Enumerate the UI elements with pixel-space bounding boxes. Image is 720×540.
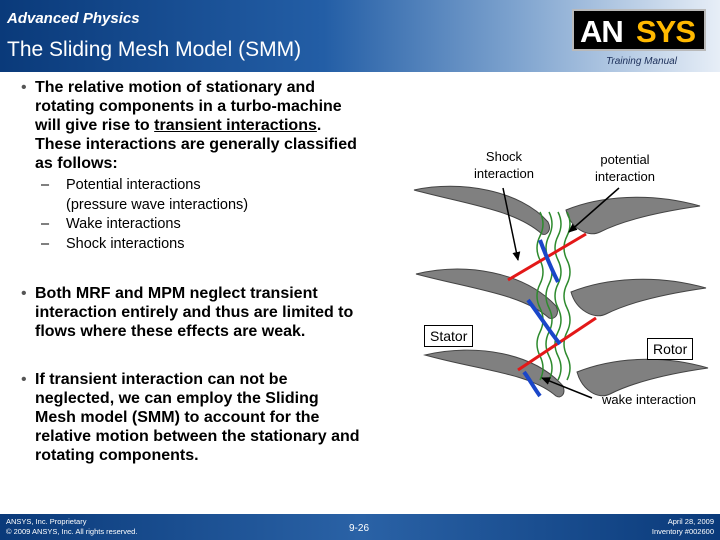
stator-blade [423,349,565,398]
list-item: –Shock interactions [41,235,371,255]
logo-text-an: AN [580,14,624,49]
label-line: potential [600,152,650,167]
rotor-blade [576,358,709,397]
label-line: interaction [474,166,534,181]
list-item-continuation: (pressure wave interactions) [66,196,249,213]
bullet-smm: • If transient interaction can not be ne… [21,370,405,465]
bullet-mrf-mpm: • Both MRF and MPM neglect transient int… [21,284,403,341]
list-item-text: Shock interactions [66,235,185,252]
interaction-types-list: –Potential interactions (pressure wave i… [41,176,371,254]
bullet-line: If transient interaction can not be [35,371,288,388]
potential-arrow [568,187,620,233]
footer-line: ANSYS, Inc. Proprietary [6,517,87,526]
stator-blade [415,268,558,319]
rotor-blade [570,278,707,317]
bullet-line: Mesh model (SMM) to account for the [35,409,320,426]
bullet-text: will give rise to [35,117,155,134]
footer-copyright: ANSYS, Inc. Proprietary © 2009 ANSYS, In… [6,517,137,537]
bullet-line: The relative motion of stationary and [35,79,316,96]
label-line: interaction [595,169,655,184]
wake-interaction-label: wake interaction [602,392,696,407]
wake-arrow [541,377,593,399]
footer-line: © 2009 ANSYS, Inc. All rights reserved. [6,527,138,536]
bullet-line: relative motion between the stationary a… [35,428,360,445]
list-item-text: Potential interactions [66,177,201,193]
bullet-line: interaction entirely and thus are limite… [35,304,354,321]
label-line: Shock [485,149,523,164]
bullet-line: Both MRF and MPM neglect transient [35,285,318,302]
rotor-blade [565,196,701,235]
dash-icon: – [41,216,50,232]
footer-line: April 28, 2009 [667,517,714,526]
page-number: 9-26 [349,523,370,534]
course-title: Advanced Physics [7,10,140,27]
footer-line: Inventory #002600 [651,527,714,536]
page-title: The Sliding Mesh Model (SMM) [7,38,302,61]
wake-line [538,239,560,283]
list-item-text: Wake interactions [66,216,181,232]
footer-date-inventory: April 28, 2009 Inventory #002600 [652,517,714,537]
bullet-relative-motion: • The relative motion of stationary and … [21,78,403,173]
bullet-dot-icon: • [21,79,27,96]
shock-line [517,316,597,372]
rotor-label: Rotor [647,338,694,360]
logo-text-sys: SYS [636,14,696,49]
bullet-text: . [316,117,322,134]
bullet-line: rotating components. [35,447,199,464]
dash-icon: – [41,235,50,252]
bullet-line: as follows: [35,155,118,172]
ansys-logo: AN SYS [572,9,706,51]
bullet-line: flows where these effects are weak. [35,323,306,340]
footer-bar: ANSYS, Inc. Proprietary © 2009 ANSYS, In… [0,514,720,540]
stator-label: Stator [424,325,474,347]
header-bar: Advanced Physics The Sliding Mesh Model … [0,0,720,72]
list-item: –Wake interactions [41,215,371,235]
bullet-dot-icon: • [21,371,27,388]
bullet-line: rotating components in a turbo-machine [35,98,342,115]
pressure-wave-lines [536,211,571,381]
wake-line [526,298,562,346]
shock-arrow [502,187,521,261]
bullet-line: neglected, we can employ the Sliding [35,390,319,407]
wake-line [522,370,542,398]
shock-interaction-label: Shock interaction [466,148,542,182]
stator-blade [413,185,550,235]
list-item: –Potential interactions [41,176,371,196]
dash-icon: – [41,177,50,193]
bullet-line: These interactions are generally classif… [35,136,357,153]
underlined-term: transient interactions [154,117,317,134]
potential-interaction-label: potential interaction [584,151,666,185]
bullet-dot-icon: • [21,285,27,302]
training-manual-label: Training Manual [606,56,677,67]
bullet-line: will give rise to transient interactions… [35,116,403,135]
